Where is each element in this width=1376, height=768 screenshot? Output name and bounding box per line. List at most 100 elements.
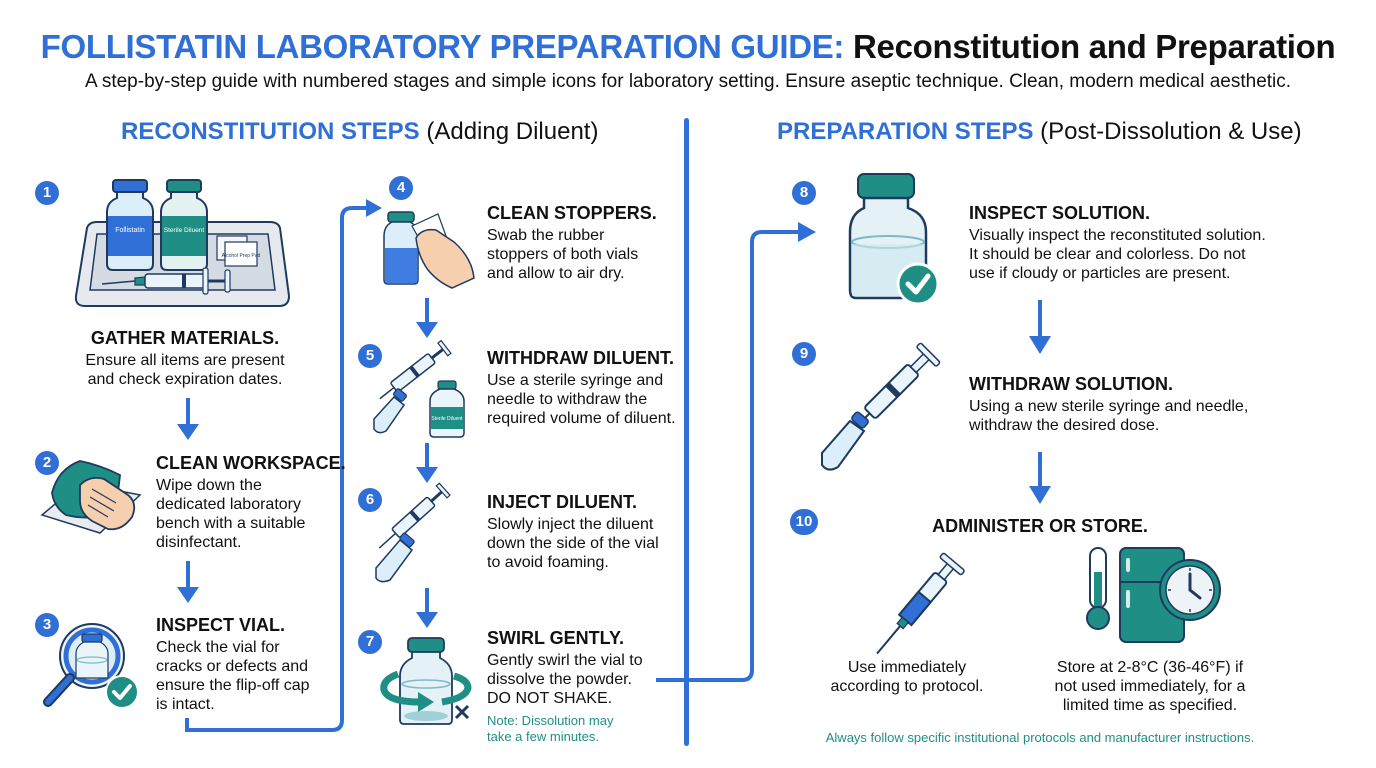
description-line: DO NOT SHAKE. [487, 690, 613, 707]
section-header-reconstitution: RECONSTITUTION STEPS (Adding Diluent) [121, 118, 598, 146]
syringe-icon [876, 552, 965, 655]
pad-label: Alcohol Prep Pad [222, 253, 261, 259]
syringe-withdraw-icon: Sterile Diluent [373, 339, 465, 438]
title-black: Reconstitution and Preparation [853, 28, 1336, 65]
description-line: withdraw the desired dose. [969, 417, 1160, 434]
step-number-badge: 4 [389, 176, 413, 200]
step-title: INSPECT SOLUTION. [969, 203, 1151, 223]
description-line: to avoid foaming. [487, 554, 609, 571]
description-line: and check expiration dates. [87, 371, 283, 388]
step-description: Visually inspect the reconstituted solut… [969, 226, 1266, 283]
step-title: INSPECT VIAL. [156, 615, 286, 635]
vial-label: Follistatin [115, 227, 145, 234]
description-line: Using a new sterile syringe and needle, [969, 398, 1249, 415]
step-description: Check the vial for cracks or defects and… [156, 638, 310, 714]
step-title: CLEAN STOPPERS. [487, 203, 657, 223]
description-line: required volume of diluent. [487, 410, 676, 427]
step-description: Use a sterile syringe and needle to with… [487, 371, 676, 428]
description-line: dedicated laboratory [156, 496, 301, 513]
vial-label: Sterile Diluent [164, 227, 205, 234]
section-label-plain: (Post-Dissolution & Use) [1040, 118, 1302, 145]
description-line: and allow to air dry. [487, 265, 625, 282]
description-line: needle to withdraw the [487, 391, 648, 408]
description-line: Ensure all items are present [85, 352, 285, 369]
step-title: ADMINISTER OR STORE. [932, 516, 1148, 536]
description-line: It should be clear and colorless. Do not [969, 246, 1246, 263]
description-line: Use immediately [847, 659, 967, 676]
step-title: WITHDRAW DILUENT. [487, 348, 674, 368]
step-description: Ensure all items are present and check e… [0, 351, 370, 389]
description-line: not used immediately, for a [1054, 678, 1246, 695]
step-title: GATHER MATERIALS. [90, 328, 280, 348]
arrow-down-9-10 [1029, 452, 1051, 504]
vial-check-icon [848, 173, 940, 306]
title-blue: FOLLISTATIN LABORATORY PREPARATION GUIDE… [40, 28, 845, 65]
description-line: Swab the rubber [487, 227, 605, 244]
step-description: Wipe down the dedicated laboratory bench… [156, 476, 305, 552]
description-line: bench with a suitable [156, 515, 306, 532]
note-line: Note: Dissolution may [487, 713, 614, 728]
connector-3-to-4-arrowhead [366, 199, 382, 217]
step-number-badge: 5 [358, 344, 382, 368]
footer-note: Always follow specific institutional pro… [825, 730, 1255, 745]
description-line: ensure the flip-off cap [156, 677, 310, 694]
step-description: Gently swirl the vial to dissolve the po… [487, 651, 643, 708]
description-line: Check the vial for [156, 639, 280, 656]
step-title: INJECT DILUENT. [487, 492, 638, 512]
syringe-inject-icon [375, 482, 451, 583]
connector-7-to-8-arrowhead [798, 222, 816, 242]
fridge-thermometer-clock-icon [1086, 547, 1221, 643]
step-note: Note: Dissolution may take a few minutes… [487, 713, 613, 745]
option-store: Store at 2-8°C (36-46°F) if not used imm… [1040, 658, 1260, 715]
step-title: CLEAN WORKSPACE. [156, 453, 346, 473]
step-number-badge: 2 [35, 451, 59, 475]
step-description: Using a new sterile syringe and needle, … [969, 397, 1248, 435]
description-line: down the side of the vial [487, 535, 659, 552]
swirl-vial-icon [380, 637, 472, 725]
vial-label: Sterile Diluent [431, 416, 463, 422]
page-subtitle: A step-by-step guide with numbered stage… [84, 71, 1292, 92]
page-title: FOLLISTATIN LABORATORY PREPARATION GUIDE… [0, 28, 1376, 66]
description-line: disinfectant. [156, 534, 242, 551]
arrow-down-8-9 [1029, 300, 1051, 354]
description-line: Slowly inject the diluent [487, 516, 654, 533]
section-header-preparation: PREPARATION STEPS (Post-Dissolution & Us… [777, 118, 1302, 146]
magnifier-vial-icon [43, 623, 139, 709]
option-administer: Use immediately according to protocol. [822, 658, 992, 696]
section-divider [684, 118, 689, 746]
description-line: Use a sterile syringe and [487, 372, 664, 389]
section-label-plain: (Adding Diluent) [426, 118, 599, 145]
description-line: Wipe down the [156, 477, 262, 494]
note-line: take a few minutes. [487, 729, 599, 744]
step-title: WITHDRAW SOLUTION. [969, 374, 1173, 394]
syringe-withdraw-icon [821, 342, 941, 471]
step-number-badge: 3 [35, 613, 59, 637]
step-number-badge: 6 [358, 488, 382, 512]
section-label-bold: RECONSTITUTION STEPS [121, 118, 420, 145]
arrow-down-4-5 [416, 298, 438, 338]
section-label-bold: PREPARATION STEPS [777, 118, 1034, 145]
step-number-badge: 7 [358, 630, 382, 654]
wipe-hand-icon [40, 460, 142, 534]
description-line: Store at 2-8°C (36-46°F) if [1056, 659, 1244, 676]
step-number-badge: 1 [35, 181, 59, 205]
step-number-badge: 8 [792, 181, 816, 205]
arrow-down-1-2 [177, 398, 199, 440]
description-line: Visually inspect the reconstituted solut… [969, 227, 1266, 244]
connector-7-to-8 [656, 230, 800, 682]
description-line: stoppers of both vials [487, 246, 639, 263]
description-line: use if cloudy or particles are present. [969, 265, 1231, 282]
description-line: Gently swirl the vial to [487, 652, 643, 669]
step-description: Slowly inject the diluent down the side … [487, 515, 659, 572]
description-line: cracks or defects and [156, 658, 309, 675]
arrow-down-2-3 [177, 561, 199, 603]
materials-tray-icon: Follistatin Sterile Diluent Alcohol Prep… [74, 179, 291, 307]
arrow-down-5-6 [416, 443, 438, 483]
step-title: SWIRL GENTLY. [487, 628, 625, 648]
description-line: according to protocol. [830, 678, 984, 695]
connector-3-to-4 [185, 206, 366, 732]
swab-vial-icon [383, 211, 475, 289]
step-number-badge: 10 [790, 509, 818, 535]
step-number-badge: 9 [792, 342, 816, 366]
